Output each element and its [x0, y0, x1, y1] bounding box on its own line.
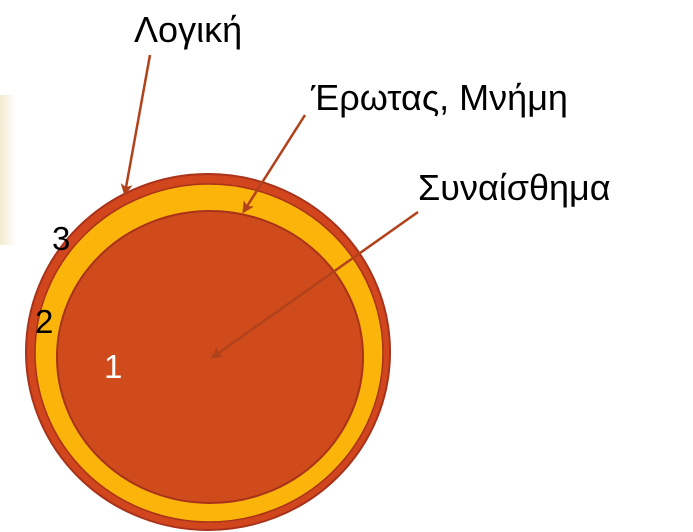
layer-3-number: 3 [52, 220, 71, 257]
arrow-logic [120, 54, 152, 196]
layer-1-number: 1 [104, 348, 123, 385]
label-love-memory: Έρωτας, Μνήμη [311, 77, 568, 118]
arrow-love-memory [242, 114, 307, 214]
arrow-emotion [210, 210, 419, 359]
background-glow [0, 95, 16, 245]
label-logic: Λογική [134, 9, 243, 50]
label-emotion: Συναίσθημα [418, 167, 611, 208]
layer-1-core [56, 210, 364, 504]
layer-2-number: 2 [35, 303, 54, 340]
